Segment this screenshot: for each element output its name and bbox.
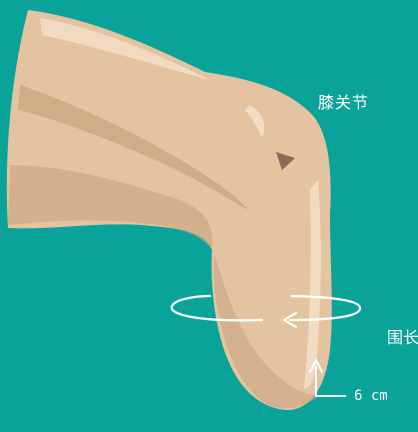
circumference-label: 围长 xyxy=(387,330,418,346)
distance-label: 6 cm xyxy=(354,389,388,403)
knee-label: 膝关节 xyxy=(318,95,369,111)
